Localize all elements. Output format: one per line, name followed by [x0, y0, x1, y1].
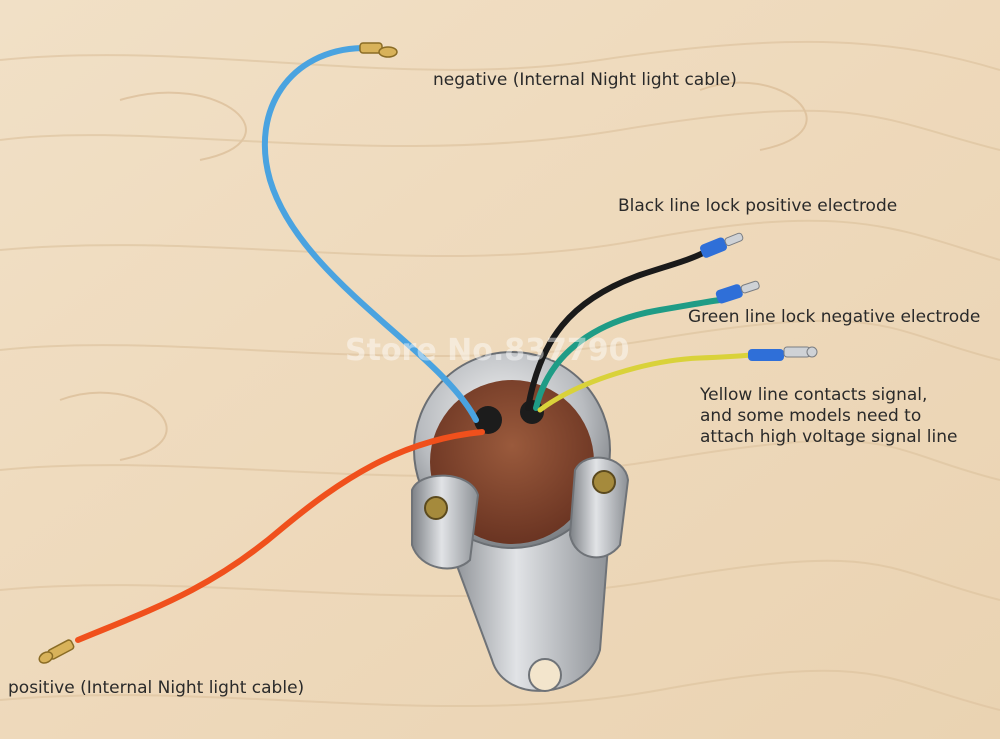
- bracket-hole: [528, 658, 562, 692]
- wires: [75, 45, 755, 643]
- orange-wire: [75, 429, 485, 643]
- label-negative: negative (Internal Night light cable): [433, 70, 737, 90]
- store-watermark: Store No.837790: [345, 333, 630, 368]
- black-wire-terminal: [700, 232, 744, 258]
- blue-wire-terminal: [359, 42, 398, 58]
- grommet-left: [474, 406, 502, 434]
- label-green-wire: Green line lock negative electrode: [688, 307, 981, 327]
- label-black-wire: Black line lock positive electrode: [618, 196, 898, 216]
- green-wire: [533, 297, 723, 411]
- mounting-bracket: [438, 519, 612, 692]
- yellow-wire-terminal: [748, 346, 818, 361]
- black-wire: [525, 249, 708, 411]
- label-yellow-line-3: attach high voltage signal line: [700, 427, 958, 447]
- terminals: [38, 42, 818, 664]
- green-wire-terminal: [715, 280, 760, 304]
- label-yellow-line-2: and some models need to: [700, 406, 922, 426]
- label-positive: positive (Internal Night light cable): [8, 678, 305, 698]
- wood-grain: [0, 40, 1000, 711]
- label-yellow-wire: Yellow line contacts signal, and some mo…: [700, 385, 1000, 448]
- orange-wire-terminal: [38, 639, 75, 664]
- mount-nut-right: [592, 470, 616, 494]
- yellow-wire: [537, 352, 755, 413]
- label-yellow-line-1: Yellow line contacts signal,: [700, 385, 928, 405]
- mount-nut-left: [424, 496, 448, 520]
- blue-wire: [261, 45, 479, 423]
